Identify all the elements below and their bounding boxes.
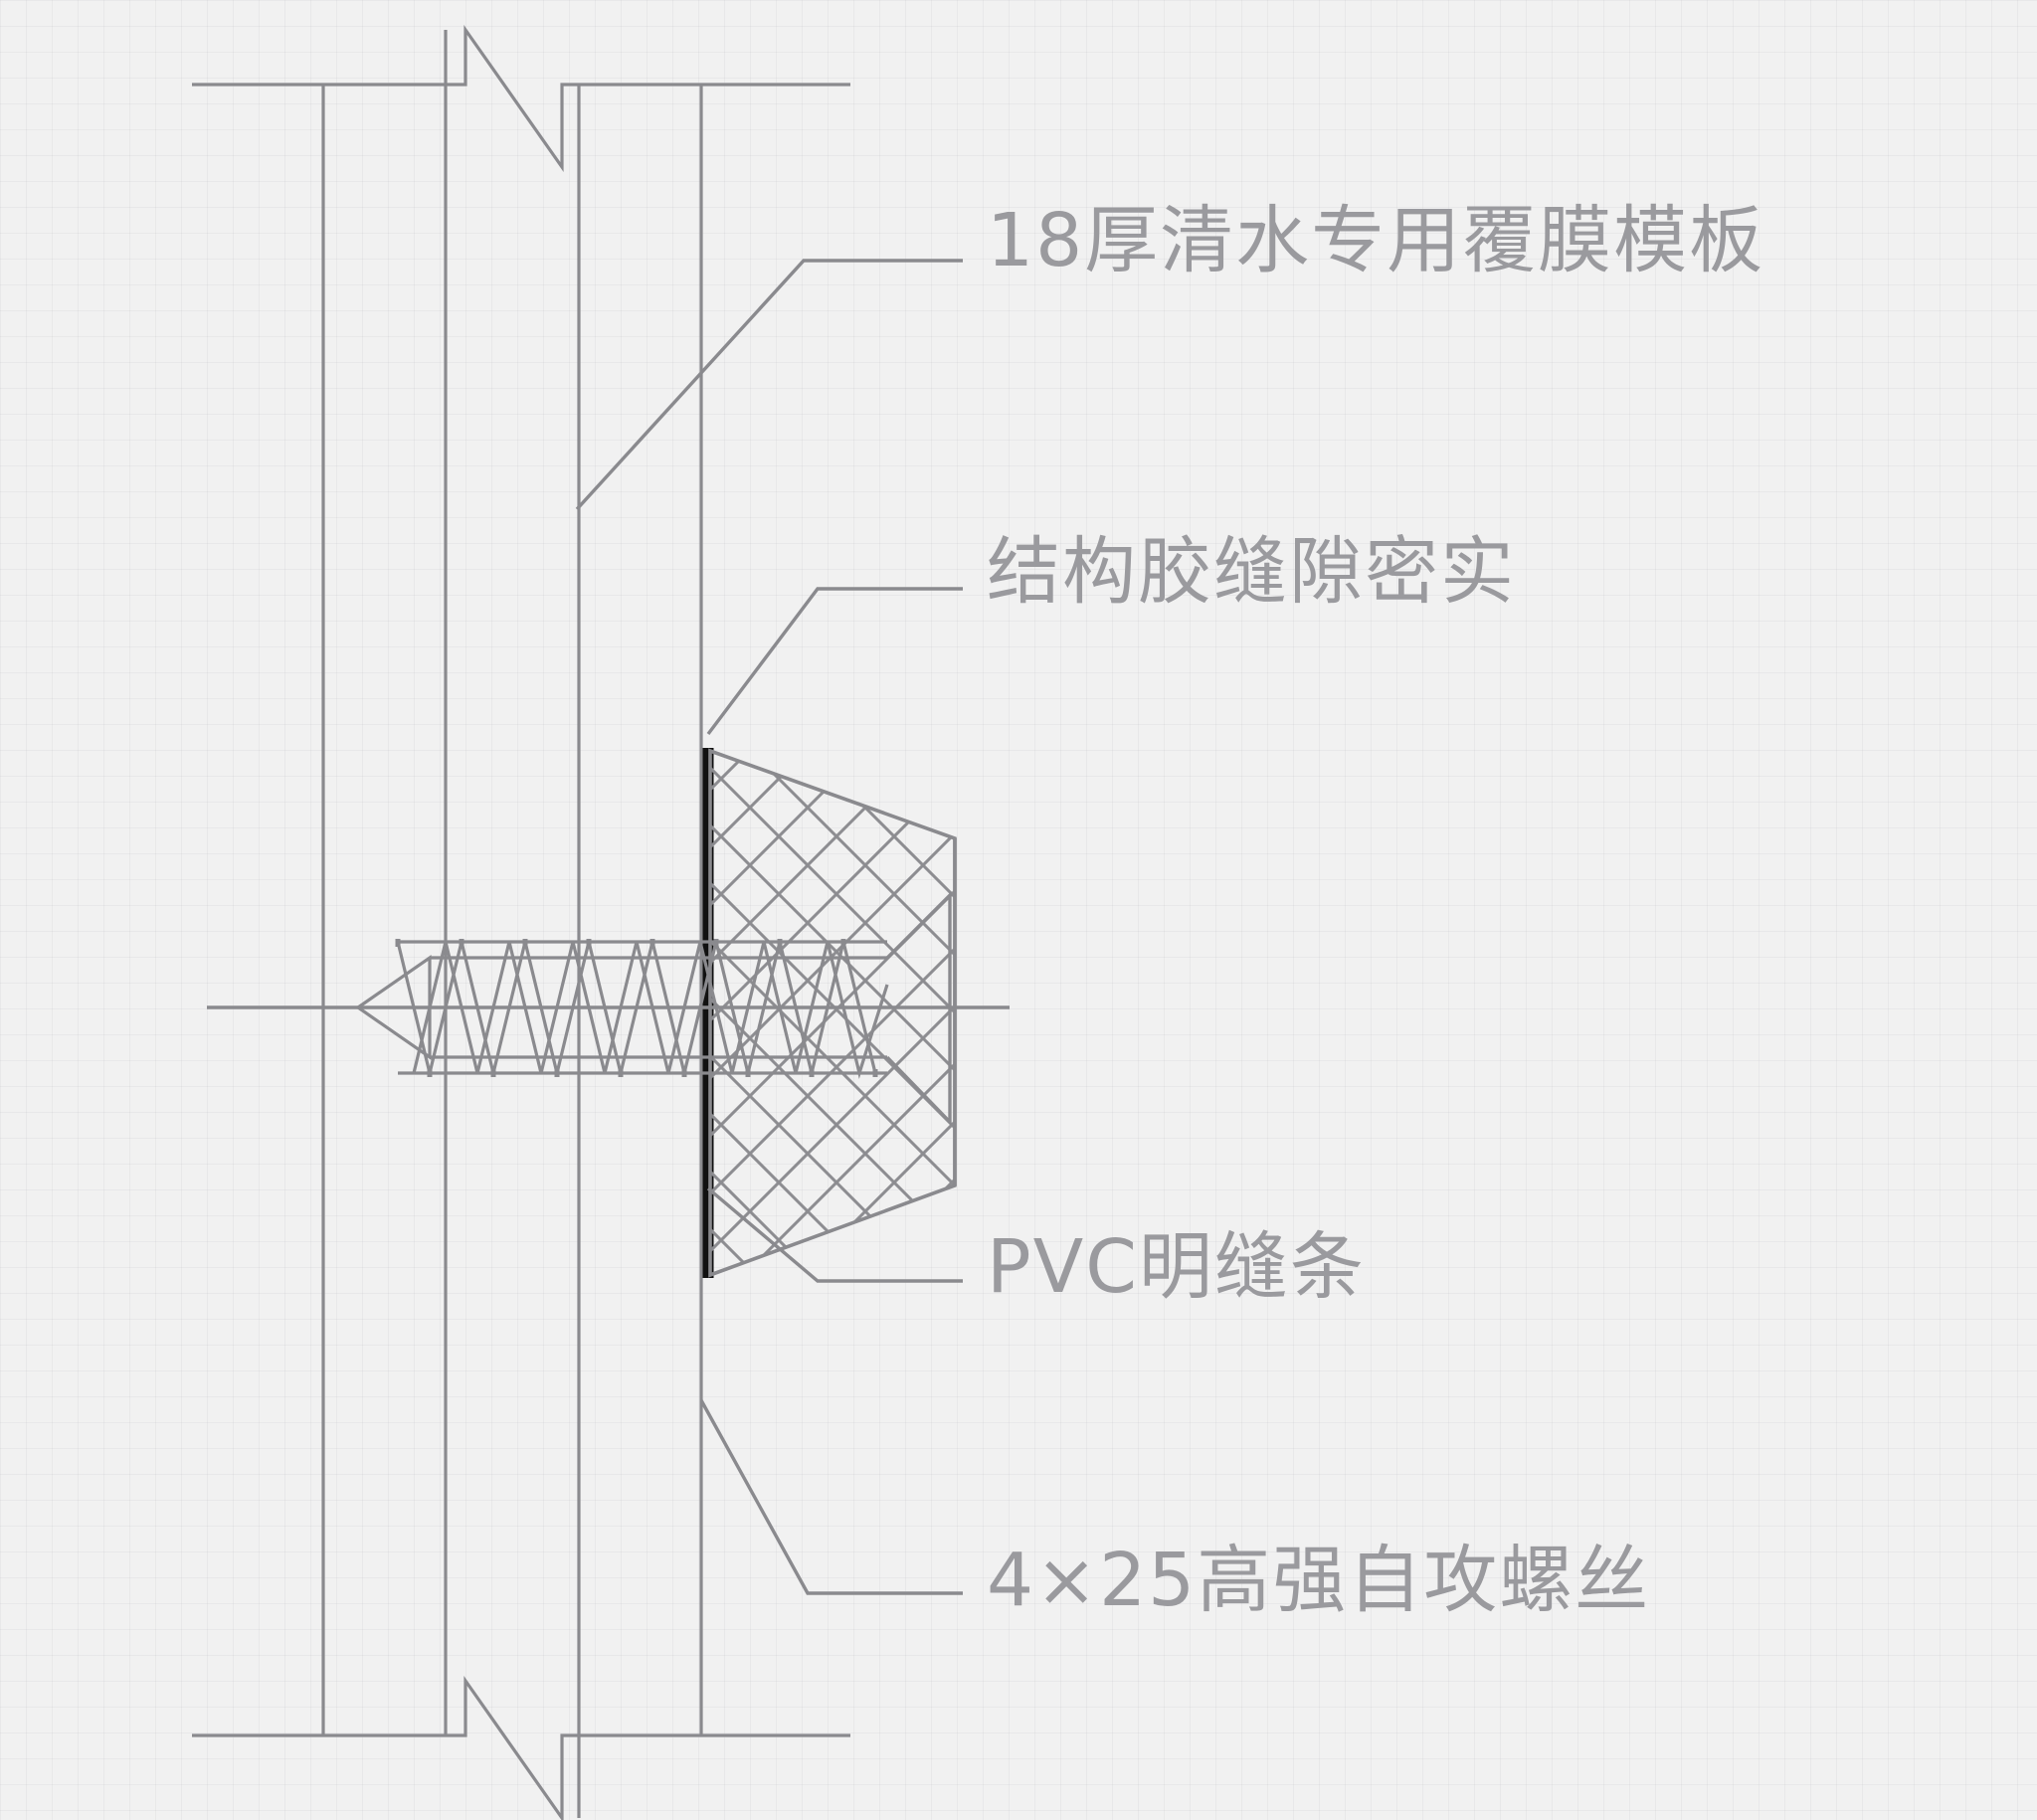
break-symbol-top (192, 24, 850, 173)
panel-layer-lines (321, 30, 703, 1818)
leader-formwork (575, 259, 963, 511)
leader-pvc-strip (706, 1186, 963, 1283)
leader-structural-adhesive (706, 587, 963, 736)
formwork-panel-group (192, 24, 850, 1820)
label-structural-adhesive: 结构胶缝隙密实 (987, 529, 1516, 615)
label-formwork: 18厚清水专用覆膜模板 (987, 198, 1765, 283)
pvc-strip-shape (708, 748, 957, 1278)
label-self-tapping-screw: 4×25高强自攻螺丝 (987, 1538, 1651, 1623)
label-pvc-strip: PVC明缝条 (987, 1224, 1366, 1310)
leader-screw (699, 1399, 963, 1595)
leader-lines (575, 259, 963, 1595)
self-tapping-screw (355, 891, 952, 1126)
break-symbol-bottom (192, 1675, 850, 1820)
